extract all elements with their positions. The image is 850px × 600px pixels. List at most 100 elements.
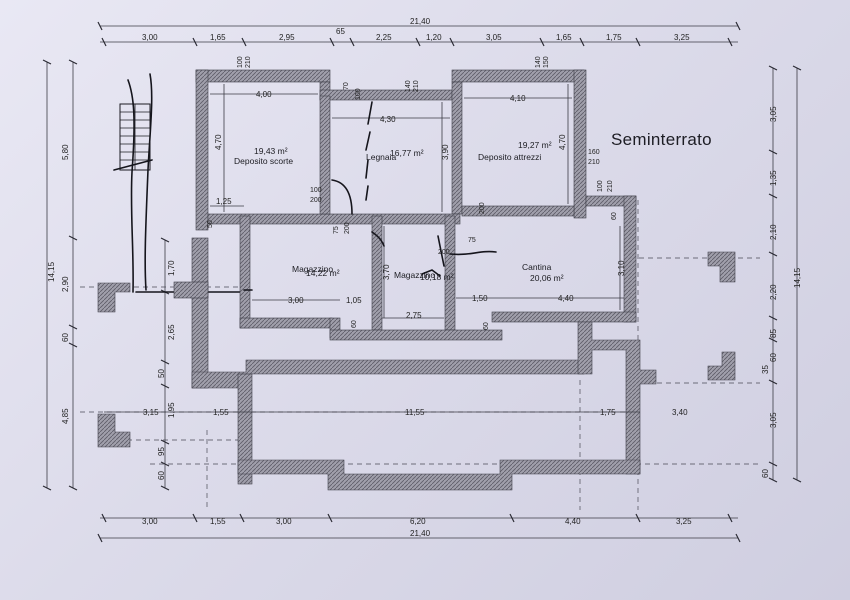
wall-top-right (451, 69, 585, 83)
right-dimensions: 3,05 1,35 2,10 2,20 85 35 60 3,05 60 14,… (761, 65, 802, 483)
left-inner-dim: 1,70 (167, 260, 176, 276)
pillar-left-top (97, 282, 131, 313)
wall-lower-left-stub (173, 281, 209, 299)
external-pillars (97, 251, 736, 448)
bottom-dim: 3,00 (142, 517, 158, 526)
top-ticks (101, 37, 733, 47)
bottom-dim: 4,40 (565, 517, 581, 526)
opening-label: 100 (355, 88, 362, 100)
right-dim: 35 (761, 365, 770, 374)
right-dim: 2,20 (769, 284, 778, 300)
room-name-magazzino-2: Magazzino (394, 270, 435, 280)
interior-dimensions: 4,00 4,30 4,10 4,70 4,70 1,25 3,90 3,70 … (104, 84, 688, 417)
interior-dim: 2,75 (406, 311, 422, 320)
right-dim: 1,35 (769, 170, 778, 186)
bottom-dim: 3,00 (276, 517, 292, 526)
wall-magazzino-left (239, 215, 251, 329)
opening-label: 200 (479, 202, 486, 214)
opening-labels: 100 210 70 100 140 210 140 150 100 200 1… (207, 56, 618, 330)
room-labels: 19,43 m² Deposito scorte 16,77 m² Legnai… (234, 140, 564, 283)
room-area-legnaia: 16,77 m² (390, 148, 424, 158)
wall-lower-bottom (237, 459, 641, 491)
right-dim: 60 (769, 353, 778, 362)
opening-label: 200 (344, 222, 351, 234)
interior-dim: 3,10 (617, 260, 626, 276)
left-dimensions: 14,15 5,80 2,90 60 4,85 1,70 2,65 50 1,9… (42, 59, 176, 491)
total-width-top: 21,40 (410, 17, 431, 26)
interior-dim: 3,00 (288, 296, 304, 305)
interior-dim: 3,15 (143, 408, 159, 417)
interior-dim: 3,70 (382, 264, 391, 280)
interior-dim: 1,50 (472, 294, 488, 303)
bottom-dim: 3,25 (676, 517, 692, 526)
opening-label: 100 (597, 180, 604, 192)
interior-dim: 4,10 (510, 94, 526, 103)
top-dim: 65 (336, 27, 345, 36)
bottom-dim: 1,55 (210, 517, 226, 526)
room-name-deposito-attrezzi: Deposito attrezzi (478, 152, 541, 162)
wall-left-upper (195, 69, 209, 231)
room-name-deposito-scorte: Deposito scorte (234, 156, 293, 166)
room-area-magazzino-1: 14,22 m² (306, 268, 340, 278)
opening-label: 140 (535, 56, 542, 68)
left-dim: 60 (61, 333, 70, 342)
left-inner-dim: 1,95 (167, 402, 176, 418)
opening-label: 210 (245, 56, 252, 68)
opening-label: 50 (207, 220, 214, 228)
room-area-magazzino-2: 10,18 m² (420, 272, 454, 282)
top-dim: 3,00 (142, 33, 158, 42)
interior-dim: 4,70 (214, 134, 223, 150)
upper-walls (195, 69, 637, 341)
wall-cantina-right (623, 195, 637, 323)
opening-label: 210 (607, 180, 614, 192)
opening-label: 200 (310, 197, 322, 204)
top-dim: 1,65 (210, 33, 226, 42)
top-dimensions: 21,40 3,00 1,65 2,95 65 2,25 1,20 3,05 1… (97, 17, 741, 47)
opening-label: 160 (588, 149, 600, 156)
wall-lower-left-inner (237, 373, 253, 485)
left-inner-dim: 2,65 (167, 324, 176, 340)
opening-label: 150 (543, 56, 550, 68)
opening-label: 100 (237, 56, 244, 68)
wall-mid-right (461, 205, 575, 217)
opening-label: 210 (588, 159, 600, 166)
top-dim: 1,75 (606, 33, 622, 42)
opening-label: 70 (343, 82, 350, 90)
pillar-left-bottom (97, 413, 131, 448)
opening-label: 75 (468, 237, 476, 244)
top-dim: 1,20 (426, 33, 442, 42)
wall-right-upper (573, 69, 587, 219)
wall-bottom-right (491, 311, 637, 323)
room-area-deposito-attrezzi: 19,27 m² (518, 140, 552, 150)
top-dim: 1,65 (556, 33, 572, 42)
interior-dim: 1,55 (213, 408, 229, 417)
opening-label: 100 (310, 187, 322, 194)
room-name-magazzino-1: Magazzino (292, 264, 333, 274)
right-dim: 60 (761, 469, 770, 478)
interior-dim: 4,40 (558, 294, 574, 303)
bottom-dimensions: 3,00 1,55 3,00 6,20 4,40 3,25 21,40 (97, 513, 741, 543)
room-name-cantina: Cantina (522, 262, 552, 272)
interior-dim: 1,75 (600, 408, 616, 417)
top-dim: 2,95 (279, 33, 295, 42)
room-area-cantina: 20,06 m² (530, 273, 564, 283)
right-dim: 2,10 (769, 224, 778, 240)
right-dim: 3,05 (769, 106, 778, 122)
lower-walls (173, 237, 657, 491)
interior-dim: 11,55 (405, 408, 425, 417)
total-width-bottom: 21,40 (410, 529, 431, 538)
guide-lines (80, 200, 760, 510)
plan-title: Seminterrato (611, 130, 712, 149)
opening-label: 60 (483, 322, 490, 330)
wall-top-center (319, 89, 453, 101)
opening-label: 200 (438, 249, 450, 256)
top-dim: 3,05 (486, 33, 502, 42)
opening-label: 140 (405, 80, 412, 92)
handwritten-marks (243, 101, 497, 291)
wall-top-left (195, 69, 331, 83)
opening-label: 60 (611, 212, 618, 220)
left-dim: 2,90 (61, 276, 70, 292)
top-dim: 2,25 (376, 33, 392, 42)
left-inner-dim: 50 (157, 369, 166, 378)
opening-label: 210 (413, 80, 420, 92)
